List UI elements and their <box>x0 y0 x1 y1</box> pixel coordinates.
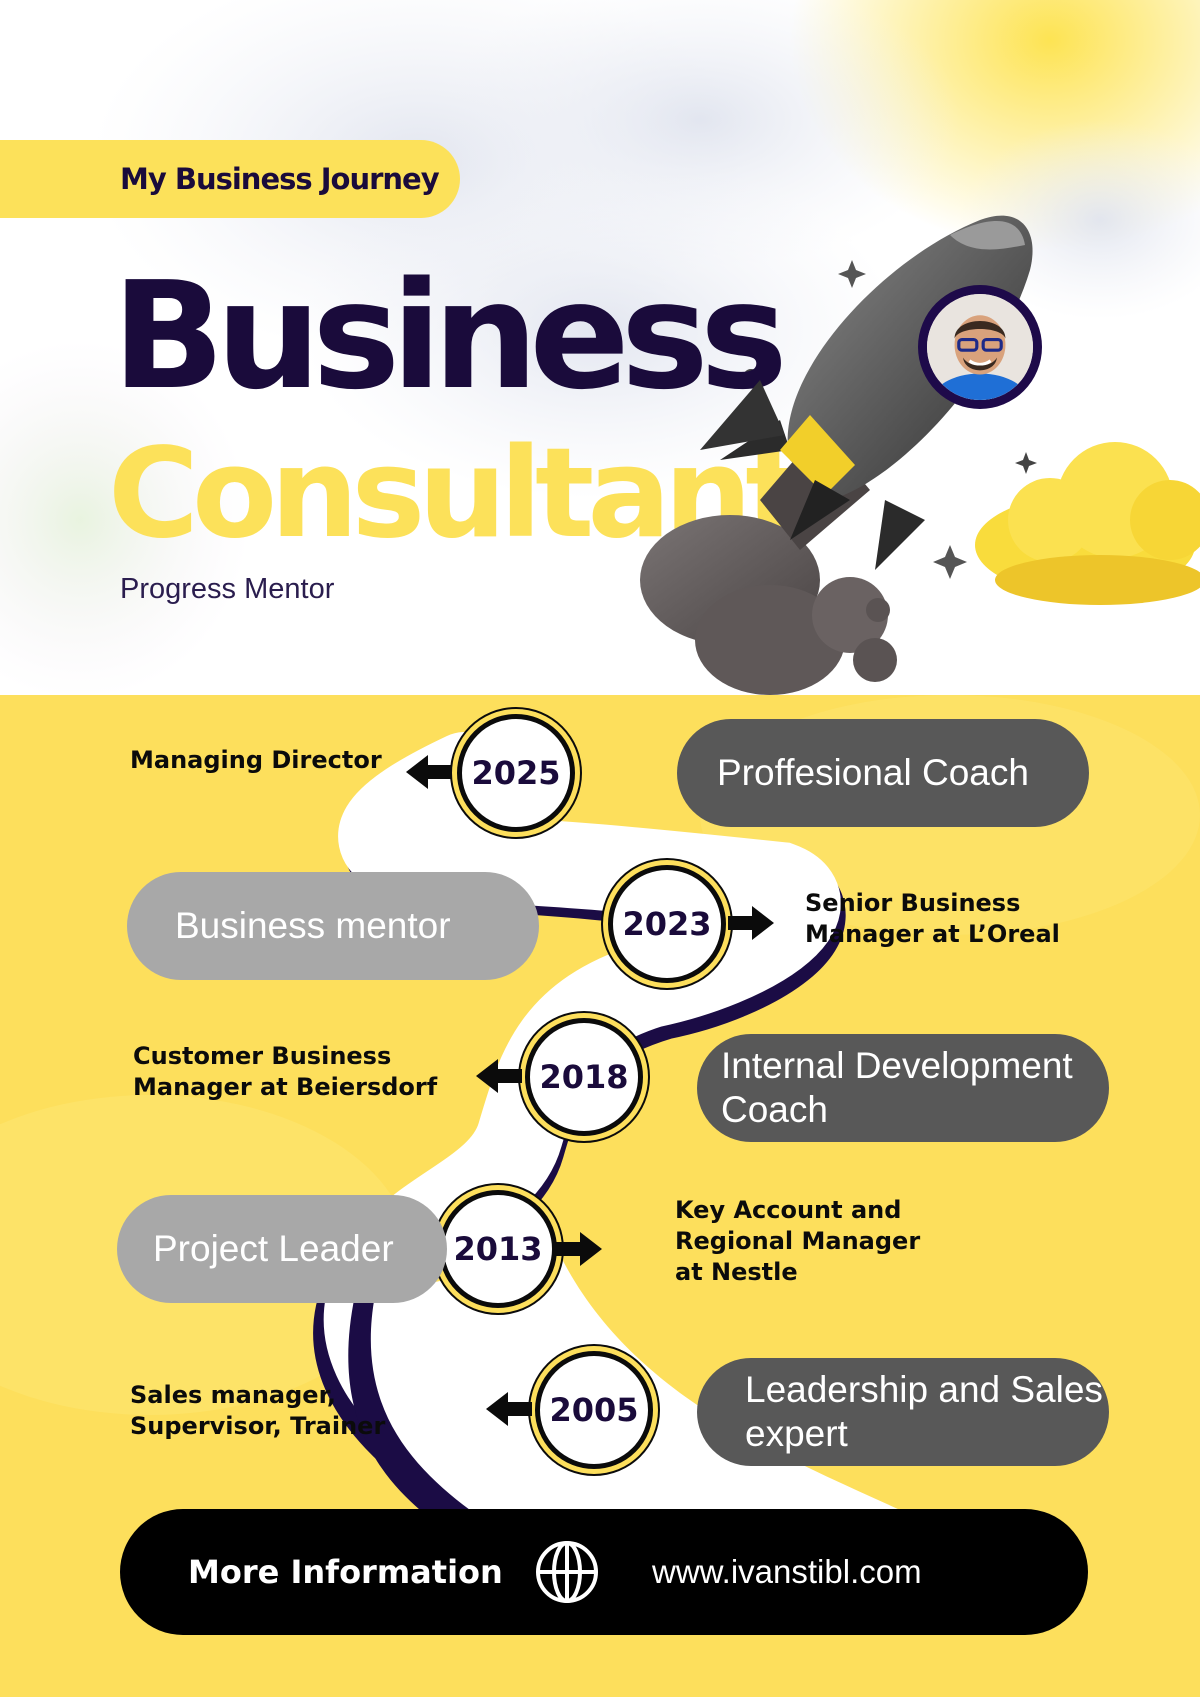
year-badge-2005: 2005 <box>535 1351 653 1469</box>
year-badge-2023: 2023 <box>608 865 726 983</box>
arrow-right-icon <box>728 906 774 940</box>
subtitle: Progress Mentor <box>120 573 335 605</box>
journey-label: My Business Journey <box>120 162 440 196</box>
arrow-left-icon <box>406 755 452 789</box>
arrow-right-icon <box>556 1232 602 1266</box>
pill-2013: Project Leader <box>117 1195 447 1303</box>
arrow-left-icon <box>476 1059 522 1093</box>
role-2023: Senior Business Manager at L’Oreal <box>805 889 1060 948</box>
website-link[interactable]: www.ivanstibl.com <box>652 1553 922 1590</box>
year-badge-2013: 2013 <box>439 1190 557 1308</box>
role-2025: Managing Director <box>130 746 382 774</box>
avatar <box>918 285 1042 438</box>
globe-icon <box>536 1541 598 1603</box>
header-section: My Business Journey Business Consultant … <box>0 0 1200 695</box>
journey-label-pill: My Business Journey <box>0 140 460 218</box>
pill-2025: Proffesional Coach <box>677 719 1089 827</box>
timeline-section: 2025 Managing Director Proffesional Coac… <box>0 695 1200 1697</box>
header-background <box>0 0 1200 695</box>
portrait-image <box>927 294 1033 438</box>
year-badge-2025: 2025 <box>457 714 575 832</box>
pill-2018: Internal Development Coach <box>697 1034 1109 1142</box>
pill-2005: Leadership and Sales expert <box>697 1358 1109 1466</box>
title-business: Business <box>112 250 788 422</box>
role-2018: Customer Business Manager at Beiersdorf <box>133 1042 438 1101</box>
role-2005: Sales manager, Supervisor, Trainer <box>130 1381 386 1440</box>
more-information-bar[interactable]: More Information www.ivanstibl.com <box>120 1509 1088 1635</box>
year-badge-2018: 2018 <box>525 1018 643 1136</box>
rocket-illustration <box>640 215 1033 695</box>
arrow-left-icon <box>486 1392 532 1426</box>
yellow-cloud <box>975 442 1200 605</box>
role-2013: Key Account and Regional Manager at Nest… <box>675 1196 921 1286</box>
more-information-label: More Information <box>188 1553 503 1591</box>
pill-2023: Business mentor <box>127 872 539 980</box>
